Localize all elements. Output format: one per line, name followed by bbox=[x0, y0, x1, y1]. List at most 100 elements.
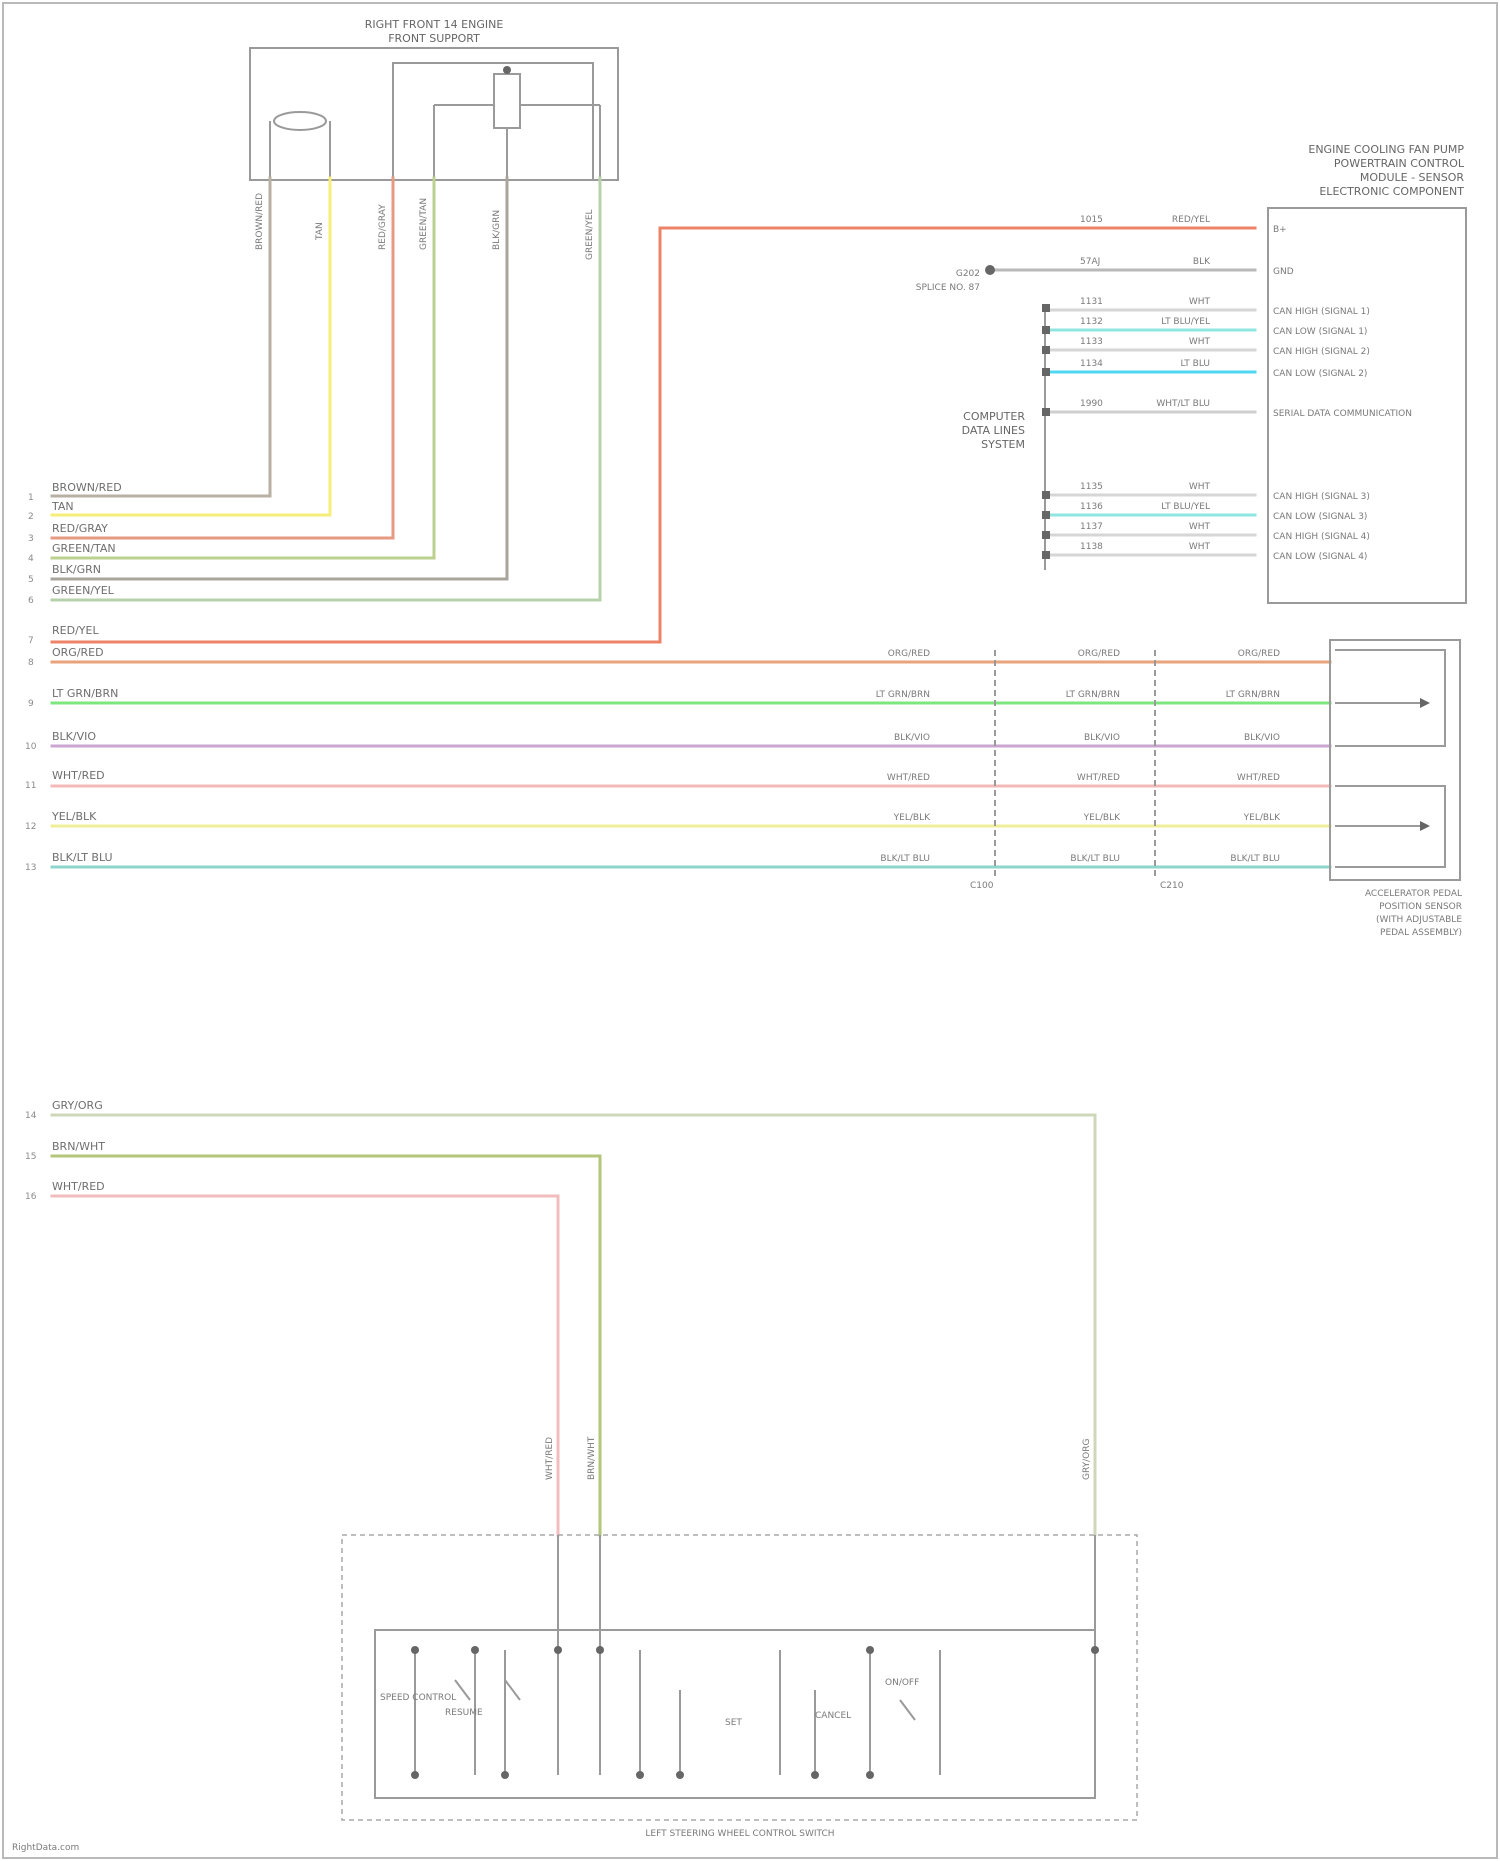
wire-8-label-b: ORG/RED bbox=[1078, 649, 1120, 659]
can-node-6 bbox=[1042, 491, 1050, 499]
pcm-circuit-4: 1133 bbox=[1080, 337, 1103, 347]
wire-8-label-c: ORG/RED bbox=[1238, 649, 1280, 659]
can-node-7 bbox=[1042, 511, 1050, 519]
switch-dashed-box bbox=[342, 1535, 1137, 1820]
pcm-desc-10: CAN LOW (SIGNAL 4) bbox=[1273, 552, 1367, 562]
pcm-code-4: WHT bbox=[1189, 337, 1211, 347]
wire-11-label-c: WHT/RED bbox=[1237, 773, 1280, 783]
pcm-desc-8: CAN LOW (SIGNAL 3) bbox=[1273, 512, 1367, 522]
wire-4 bbox=[52, 178, 434, 558]
bottom-vlabel-2: BRN/WHT bbox=[587, 1436, 597, 1480]
wire-10-label-b: BLK/VIO bbox=[1084, 733, 1120, 743]
switch-title: LEFT STEERING WHEEL CONTROL SWITCH bbox=[645, 1829, 834, 1839]
left-pin-6: 6 bbox=[28, 596, 34, 606]
left-label-10: BLK/VIO bbox=[52, 730, 96, 743]
pcm-circuit-10: 1138 bbox=[1080, 542, 1103, 552]
can-title-1: COMPUTER bbox=[963, 410, 1025, 423]
left-label-12: YEL/BLK bbox=[51, 810, 97, 823]
pcm-code-2: WHT bbox=[1189, 297, 1211, 307]
pcm-circuit-0: 1015 bbox=[1080, 215, 1103, 225]
left-pin-4: 4 bbox=[28, 554, 34, 564]
switch-node-5 bbox=[866, 1646, 874, 1654]
pcm-title-1: ENGINE COOLING FAN PUMP bbox=[1308, 143, 1464, 156]
pedal-title-2: POSITION SENSOR bbox=[1379, 902, 1462, 912]
can-node-8 bbox=[1042, 531, 1050, 539]
wire-13-label-a: BLK/LT BLU bbox=[880, 854, 930, 864]
wire-13-label-c: BLK/LT BLU bbox=[1230, 854, 1280, 864]
top-module-title-2: FRONT SUPPORT bbox=[388, 32, 480, 45]
wire-10-label-c: BLK/VIO bbox=[1244, 733, 1280, 743]
left-pin-14: 14 bbox=[25, 1111, 37, 1121]
switch-label-5: CANCEL bbox=[815, 1711, 851, 1721]
pcm-circuit-7: 1135 bbox=[1080, 482, 1103, 492]
potentiometer bbox=[494, 74, 520, 128]
switch-node-1 bbox=[411, 1646, 419, 1654]
can-title-3: SYSTEM bbox=[981, 438, 1025, 451]
switch-branches bbox=[415, 1650, 940, 1775]
switch-node-2 bbox=[471, 1646, 479, 1654]
bottom-wires: WHT/RED BRN/WHT GRY/ORG bbox=[52, 1115, 1095, 1535]
pcm-circuit-3: 1132 bbox=[1080, 317, 1103, 327]
left-label-2: TAN bbox=[51, 500, 74, 513]
pedal-title-1: ACCELERATOR PEDAL bbox=[1365, 889, 1462, 899]
left-pin-2: 2 bbox=[28, 512, 34, 522]
pcm-code-6: WHT/LT BLU bbox=[1156, 399, 1210, 409]
pcm-module: ENGINE COOLING FAN PUMP POWERTRAIN CONTR… bbox=[916, 143, 1466, 603]
pcm-desc-0: B+ bbox=[1273, 225, 1287, 235]
switch-inner-wires bbox=[558, 1535, 1095, 1775]
pcm-code-7: WHT bbox=[1189, 482, 1211, 492]
left-label-16: WHT/RED bbox=[52, 1180, 105, 1193]
left-label-5: BLK/GRN bbox=[52, 563, 101, 576]
switch-label-3: SET bbox=[725, 1718, 742, 1728]
steering-wheel-switch: SPEED CONTROL RESUME SET ON/OFF CANCEL L… bbox=[342, 1535, 1137, 1839]
pcm-circuit-2: 1131 bbox=[1080, 297, 1103, 307]
wire-9-label-b: LT GRN/BRN bbox=[1066, 690, 1120, 700]
vlabel-5: BLK/GRN bbox=[492, 210, 502, 250]
pcm-desc-2: CAN HIGH (SIGNAL 1) bbox=[1273, 307, 1370, 317]
footer-watermark: RightData.com bbox=[12, 1843, 79, 1853]
pcm-code-8: LT BLU/YEL bbox=[1161, 502, 1210, 512]
wire-12-label-c: YEL/BLK bbox=[1243, 813, 1281, 823]
pcm-row-descs: B+ GND CAN HIGH (SIGNAL 1) CAN LOW (SIGN… bbox=[1273, 225, 1412, 562]
bottom-vlabel-3: GRY/ORG bbox=[1082, 1438, 1092, 1480]
left-pin-12: 12 bbox=[25, 822, 36, 832]
switch-node-7 bbox=[411, 1771, 419, 1779]
left-label-8: ORG/RED bbox=[52, 646, 104, 659]
pedal-sensor-wipers bbox=[1335, 703, 1420, 826]
wire-11-label-a: WHT/RED bbox=[887, 773, 930, 783]
bottom-vlabel-1: WHT/RED bbox=[545, 1437, 555, 1480]
left-pin-5: 5 bbox=[28, 575, 34, 585]
pcm-desc-1: GND bbox=[1273, 267, 1294, 277]
left-pin-15: 15 bbox=[25, 1152, 36, 1162]
switch-label-4: ON/OFF bbox=[885, 1678, 919, 1688]
pcm-circuit-9: 1137 bbox=[1080, 522, 1103, 532]
inline-connector-1: C100 bbox=[970, 881, 994, 891]
pcm-desc-5: CAN LOW (SIGNAL 2) bbox=[1273, 369, 1367, 379]
wire-15 bbox=[52, 1156, 600, 1535]
pcm-code-10: WHT bbox=[1189, 542, 1211, 552]
switch-node-11 bbox=[811, 1771, 819, 1779]
pcm-code-9: WHT bbox=[1189, 522, 1211, 532]
left-pin-11: 11 bbox=[25, 781, 36, 791]
switch-label-2: RESUME bbox=[445, 1708, 483, 1718]
switch-node-9 bbox=[636, 1771, 644, 1779]
pcm-circuit-8: 1136 bbox=[1080, 502, 1103, 512]
pedal-wiper-arrow-2 bbox=[1420, 821, 1430, 831]
vlabel-6: GREEN/YEL bbox=[585, 209, 595, 260]
left-label-1: BROWN/RED bbox=[52, 481, 122, 494]
pcm-desc-3: CAN LOW (SIGNAL 1) bbox=[1273, 327, 1367, 337]
switch-node-3 bbox=[554, 1646, 562, 1654]
pcm-title-4: ELECTRONIC COMPONENT bbox=[1319, 185, 1464, 198]
wire-8-label-a: ORG/RED bbox=[888, 649, 930, 659]
switch-node-10 bbox=[676, 1771, 684, 1779]
top-module-title-1: RIGHT FRONT 14 ENGINE bbox=[365, 18, 504, 31]
pcm-desc-7: CAN HIGH (SIGNAL 3) bbox=[1273, 492, 1370, 502]
wire-16 bbox=[52, 1196, 558, 1535]
vlabel-3: RED/GRAY bbox=[378, 204, 388, 250]
left-pin-8: 8 bbox=[28, 658, 34, 668]
pcm-code-0: RED/YEL bbox=[1172, 215, 1210, 225]
left-wire-labels: BROWN/RED TAN RED/GRAY GREEN/TAN BLK/GRN… bbox=[25, 481, 122, 1202]
wire-10-label-a: BLK/VIO bbox=[894, 733, 930, 743]
pedal-title-4: PEDAL ASSEMBLY) bbox=[1380, 928, 1462, 938]
pcm-circuit-6: 1990 bbox=[1080, 399, 1103, 409]
